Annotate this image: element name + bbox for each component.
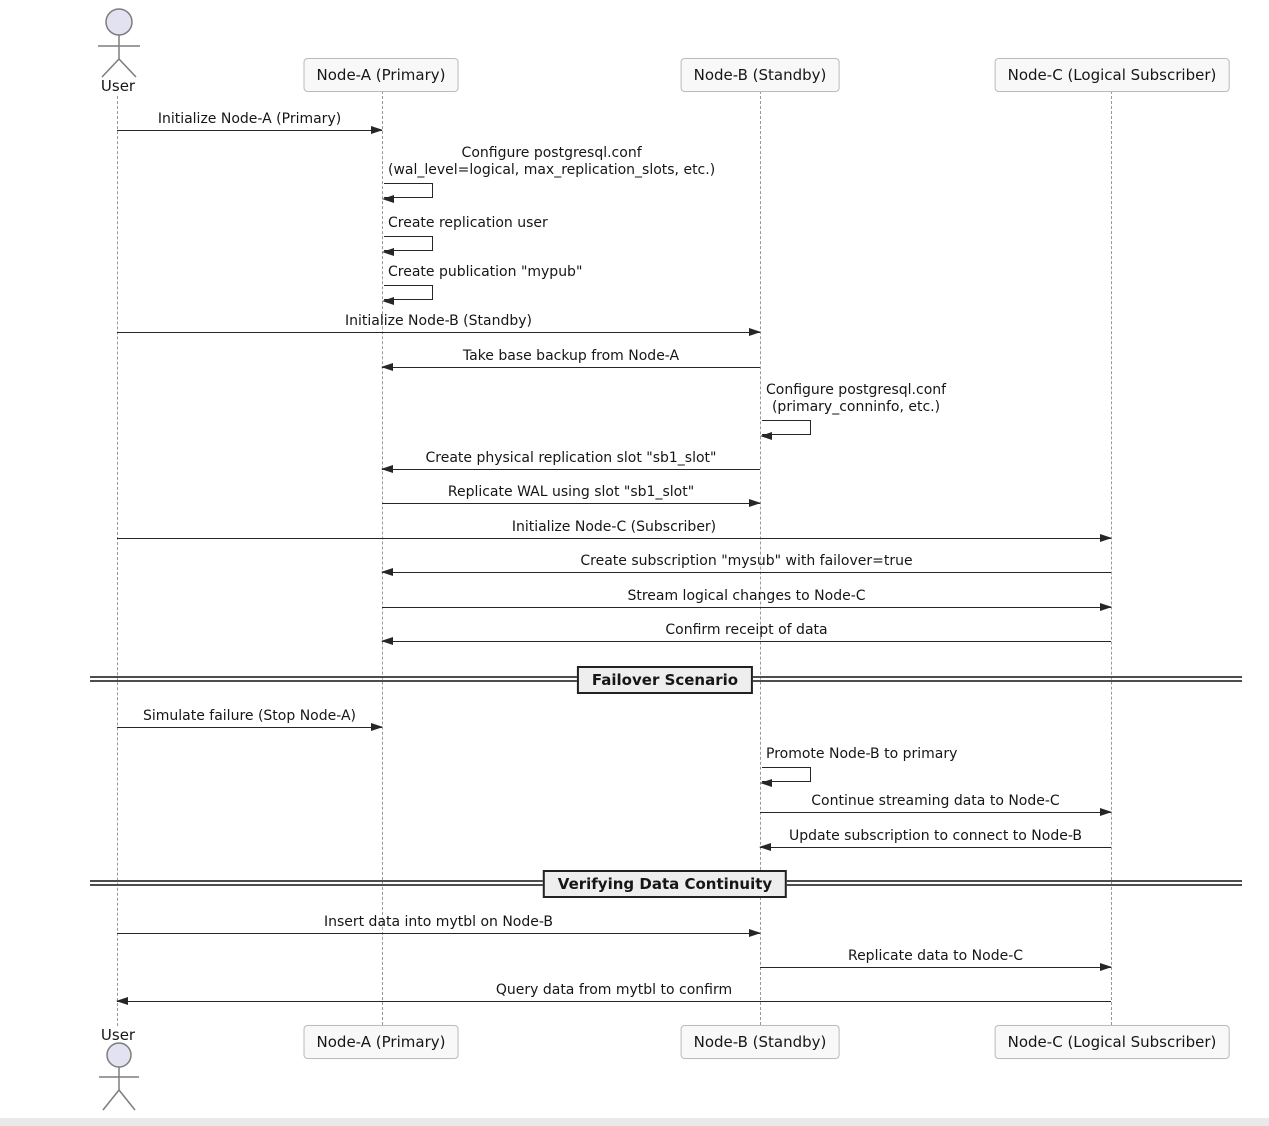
- bottom-edge-strip: [0, 1118, 1269, 1126]
- participant-node-c-bottom: Node-C (Logical Subscriber): [994, 1025, 1230, 1059]
- arrow-right-icon: [117, 534, 1112, 542]
- arrow-right-icon: [760, 963, 1112, 971]
- self-arrow-icon: [760, 767, 811, 787]
- actor-label-user-top: User: [100, 77, 136, 95]
- self-message-configure-node-b: Configure postgresql.conf (primary_conni…: [760, 382, 946, 440]
- self-message-create-replication-user: Create replication user: [382, 215, 548, 256]
- arrow-left-icon: [381, 363, 760, 371]
- user-actor-icon: [99, 1042, 139, 1111]
- message-simulate-failure: Simulate failure (Stop Node-A): [117, 708, 383, 731]
- arrow-right-icon: [382, 603, 1112, 611]
- lifeline-node-b: [760, 91, 761, 1025]
- lifeline-node-a: [382, 91, 383, 1025]
- message-initialize-node-b: Initialize Node-B (Standby): [117, 313, 761, 336]
- self-message-promote-node-b: Promote Node-B to primary: [760, 746, 957, 787]
- divider-verifying-data-continuity: Verifying Data Continuity: [542, 870, 788, 898]
- message-query-data: Query data from mytbl to confirm: [116, 982, 1111, 1005]
- message-initialize-node-a: Initialize Node-A (Primary): [117, 111, 383, 134]
- lifeline-node-c: [1111, 91, 1112, 1025]
- arrow-right-icon: [760, 808, 1112, 816]
- message-replicate-wal: Replicate WAL using slot "sb1_slot": [382, 484, 761, 507]
- arrow-left-icon: [381, 465, 760, 473]
- arrow-right-icon: [382, 499, 761, 507]
- arrow-left-icon: [759, 843, 1111, 851]
- participant-node-a-top: Node-A (Primary): [303, 58, 459, 92]
- self-message-configure-node-a: Configure postgresql.conf (wal_level=log…: [382, 145, 715, 203]
- self-arrow-icon: [382, 236, 433, 256]
- message-insert-data: Insert data into mytbl on Node-B: [117, 914, 761, 937]
- message-stream-logical-changes: Stream logical changes to Node-C: [382, 588, 1112, 611]
- actor-label-user-bottom: User: [100, 1026, 136, 1044]
- participant-node-b-top: Node-B (Standby): [680, 58, 840, 92]
- arrow-left-icon: [381, 568, 1111, 576]
- arrow-right-icon: [117, 328, 761, 336]
- message-initialize-node-c: Initialize Node-C (Subscriber): [117, 519, 1112, 542]
- participant-node-c-top: Node-C (Logical Subscriber): [994, 58, 1230, 92]
- self-arrow-icon: [382, 285, 433, 305]
- self-arrow-icon: [382, 183, 433, 203]
- self-message-create-publication: Create publication "mypub": [382, 264, 582, 305]
- arrow-right-icon: [117, 929, 761, 937]
- participant-node-b-bottom: Node-B (Standby): [680, 1025, 840, 1059]
- arrow-right-icon: [117, 723, 383, 731]
- message-create-physical-slot: Create physical replication slot "sb1_sl…: [381, 450, 760, 473]
- message-continue-streaming: Continue streaming data to Node-C: [760, 793, 1112, 816]
- participant-node-a-bottom: Node-A (Primary): [303, 1025, 459, 1059]
- arrow-left-icon: [116, 997, 1111, 1005]
- message-confirm-receipt: Confirm receipt of data: [381, 622, 1111, 645]
- self-arrow-icon: [760, 420, 811, 440]
- arrow-left-icon: [381, 637, 1111, 645]
- message-replicate-data: Replicate data to Node-C: [760, 948, 1112, 971]
- lifeline-user: [117, 96, 118, 1026]
- divider-failover-scenario: Failover Scenario: [576, 666, 754, 694]
- user-actor-icon: [98, 8, 140, 78]
- message-take-base-backup: Take base backup from Node-A: [381, 348, 760, 371]
- arrow-right-icon: [117, 126, 383, 134]
- message-create-subscription: Create subscription "mysub" with failove…: [381, 553, 1111, 576]
- message-update-subscription: Update subscription to connect to Node-B: [759, 828, 1111, 851]
